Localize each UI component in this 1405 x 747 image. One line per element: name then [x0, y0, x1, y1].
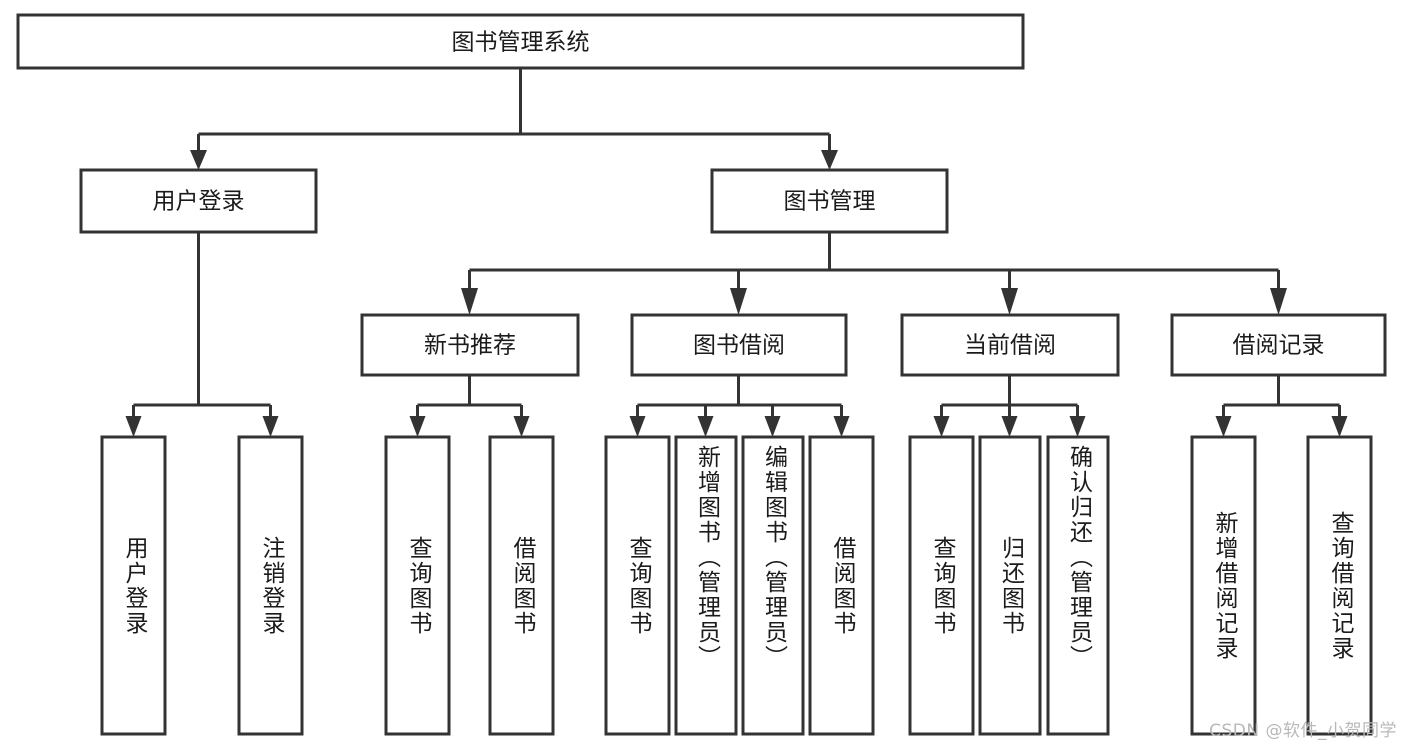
node-user-login-box[interactable] [79, 168, 318, 234]
node-root-box[interactable] [16, 13, 1025, 70]
node-new-book-recommend-box[interactable] [360, 313, 580, 377]
arrow-head-borrow-record [1270, 288, 1287, 315]
node-user-login-label: 用户登录 [153, 189, 245, 215]
arrow-head-current-borrow [1001, 288, 1018, 315]
arrow-head-leaf-query-record [1331, 416, 1348, 437]
node-root[interactable]: 图书管理系统 [16, 13, 1025, 70]
node-book-borrow-box[interactable] [630, 313, 848, 377]
leaf-box-query-record[interactable] [1306, 435, 1373, 736]
leaf-box-query-book-c[interactable] [908, 435, 975, 736]
arrow-head-leaf-confirm-return [1069, 416, 1086, 437]
node-book-management-label: 图书管理 [784, 189, 876, 215]
node-book-management-box[interactable] [710, 168, 949, 234]
arrow-head-leaf-query-book-b [629, 416, 646, 437]
arrow-head-leaf-add-record [1215, 416, 1232, 437]
node-borrow-record[interactable]: 借阅记录 [1170, 313, 1387, 377]
node-current-borrow[interactable]: 当前借阅 [900, 313, 1120, 377]
node-user-login[interactable]: 用户登录 [79, 168, 318, 234]
leaf-box-user-login[interactable] [100, 435, 167, 736]
leaf-box-return-book[interactable] [978, 435, 1042, 736]
node-borrow-record-label: 借阅记录 [1233, 333, 1325, 359]
node-current-borrow-box[interactable] [900, 313, 1120, 377]
node-current-borrow-label: 当前借阅 [964, 333, 1056, 359]
leaf-boxes-layer [100, 435, 1373, 736]
leaf-box-query-book-b[interactable] [604, 435, 671, 736]
leaf-box-borrow-book-b[interactable] [808, 435, 875, 736]
leaf-box-borrow-book-a[interactable] [488, 435, 555, 736]
arrow-head-leaf-borrow-book-b [833, 416, 850, 437]
node-new-book-recommend[interactable]: 新书推荐 [360, 313, 580, 377]
leaf-box-add-record[interactable] [1190, 435, 1257, 736]
leaf-box-query-book-a[interactable] [384, 435, 451, 736]
node-borrow-record-box[interactable] [1170, 313, 1387, 377]
connectors-layer [125, 68, 1348, 437]
node-book-borrow-label: 图书借阅 [693, 333, 785, 359]
arrow-head-book-mgmt [821, 150, 838, 170]
arrow-head-leaf-query-book-c [933, 416, 950, 437]
node-new-book-recommend-label: 新书推荐 [424, 333, 516, 359]
node-book-borrow[interactable]: 图书借阅 [630, 313, 848, 377]
arrow-head-user-login [190, 150, 207, 170]
arrow-head-new-book-rec [461, 288, 478, 315]
arrow-head-leaf-logout [262, 416, 279, 437]
leaf-box-edit-book[interactable] [741, 435, 805, 736]
leaf-box-logout[interactable] [237, 435, 304, 736]
arrow-head-book-borrow [730, 288, 747, 315]
arrow-head-leaf-borrow-book-a [513, 416, 530, 437]
arrow-head-leaf-add-book [697, 416, 714, 437]
arrow-head-leaf-query-book-a [409, 416, 426, 437]
leaf-box-confirm-return[interactable] [1046, 435, 1110, 736]
node-root-label: 图书管理系统 [452, 30, 590, 56]
arrow-head-leaf-return-book [1001, 416, 1018, 437]
arrow-head-leaf-edit-book [764, 416, 781, 437]
arrow-head-leaf-user-login [125, 416, 142, 437]
csdn-watermark: CSDN @软件_小贺同学 [1209, 721, 1397, 741]
node-book-management[interactable]: 图书管理 [710, 168, 949, 234]
leaf-box-add-book[interactable] [674, 435, 738, 736]
